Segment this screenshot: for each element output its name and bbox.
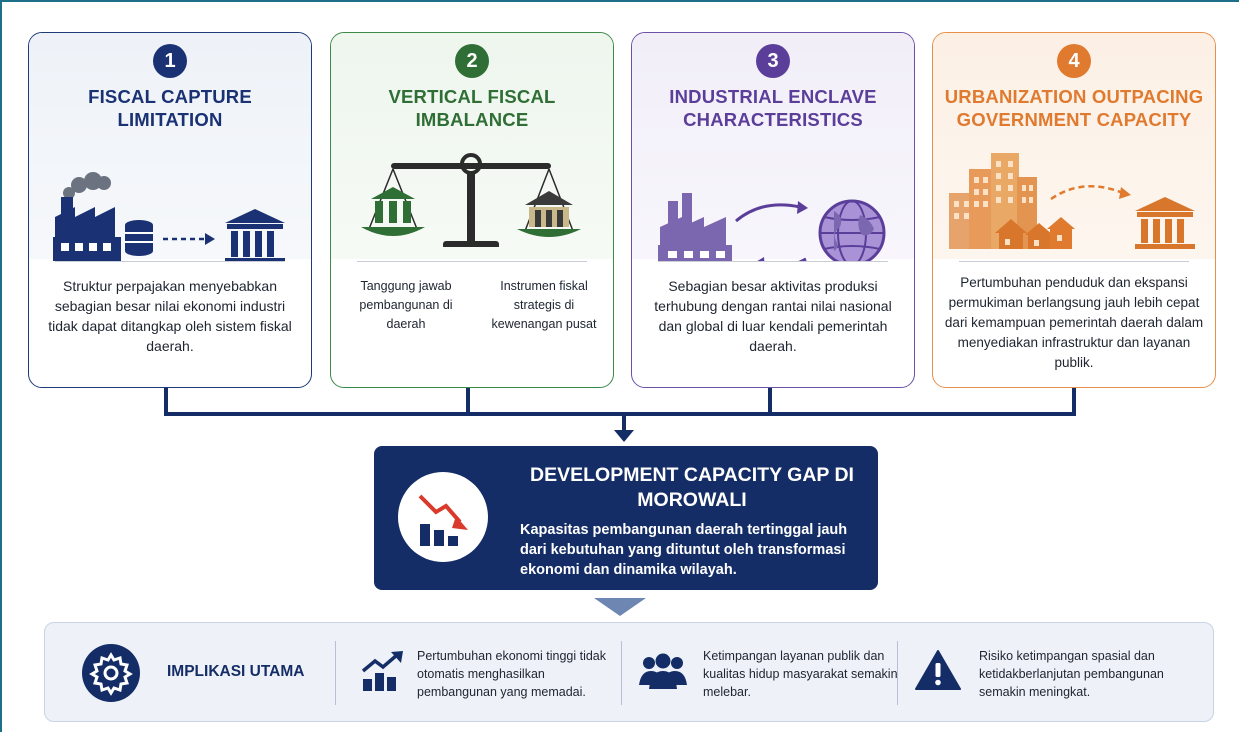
- declining-chart-icon: [398, 472, 488, 562]
- card-divider: [959, 261, 1189, 262]
- factory-to-government-icon: [53, 172, 285, 261]
- card-divider: [357, 261, 587, 262]
- card-industrial-enclave: 3 INDUSTRIAL ENCLAVE CHARACTERISTICS Seb…: [631, 32, 915, 388]
- card-number-badge: 4: [1057, 44, 1091, 78]
- card-divider: [55, 261, 285, 262]
- card-number-badge: 2: [455, 44, 489, 78]
- gap-title: DEVELOPMENT CAPACITY GAP DI MOROWALI: [530, 464, 854, 511]
- implications-bar: IMPLIKASI UTAMA Pertumbuhan ekonomi ting…: [44, 622, 1214, 722]
- card-number-badge: 1: [153, 44, 187, 78]
- card-divider: [658, 261, 888, 262]
- implication-text: Risiko ketimpangan spasial dan ketidakbe…: [979, 649, 1164, 699]
- warning-icon: [915, 650, 961, 690]
- card-title: INDUSTRIAL ENCLAVE CHARACTERISTICS: [669, 86, 877, 130]
- factory-globe-icon: [658, 193, 886, 261]
- divider: [621, 641, 622, 705]
- growth-chart-icon: [361, 651, 403, 691]
- card-description: Pertumbuhan penduduk dan ekspansi permuk…: [944, 275, 1204, 370]
- card-title: FISCAL CAPTURE LIMITATION: [88, 86, 252, 130]
- central-instrument-label: Instrumen fiskal strategis di kewenangan…: [491, 279, 597, 331]
- divider: [897, 641, 898, 705]
- card-urbanization-outpacing: 4 URBANIZATION OUTPACING GOVERNMENT CAPA…: [932, 32, 1216, 388]
- implication-text: Ketimpangan layanan publik dan kualitas …: [703, 649, 898, 699]
- card-number-badge: 3: [756, 44, 790, 78]
- card-fiscal-capture-limitation: 1 FISCAL CAPTURE LIMITATION Struktur per…: [28, 32, 312, 388]
- down-triangle-arrow-icon: [594, 598, 646, 616]
- implication-text: Pertumbuhan ekonomi tinggi tidak otomati…: [417, 649, 607, 699]
- balance-scale-icon: [361, 153, 581, 247]
- gear-icon: [82, 644, 140, 702]
- card-title: VERTICAL FISCAL IMBALANCE: [388, 86, 556, 130]
- card-vertical-fiscal-imbalance: 2 VERTICAL FISCAL IMBALANCE Tanggung jaw…: [330, 32, 614, 388]
- gap-description: Kapasitas pembangunan daerah tertinggal …: [520, 522, 848, 578]
- card-description: Struktur perpajakan menyebabkan sebagian…: [48, 278, 292, 354]
- divider: [335, 641, 336, 705]
- implications-title: IMPLIKASI UTAMA: [167, 663, 305, 680]
- city-to-government-icon: [949, 153, 1195, 249]
- card-description: Sebagian besar aktivitas produksi terhub…: [654, 278, 892, 354]
- local-responsibility-label: Tanggung jawab pembangunan di daerah: [359, 279, 453, 331]
- people-icon: [639, 653, 687, 689]
- development-capacity-gap-box: DEVELOPMENT CAPACITY GAP DI MOROWALI Kap…: [374, 446, 878, 590]
- card-title: URBANIZATION OUTPACING GOVERNMENT CAPACI…: [944, 86, 1204, 130]
